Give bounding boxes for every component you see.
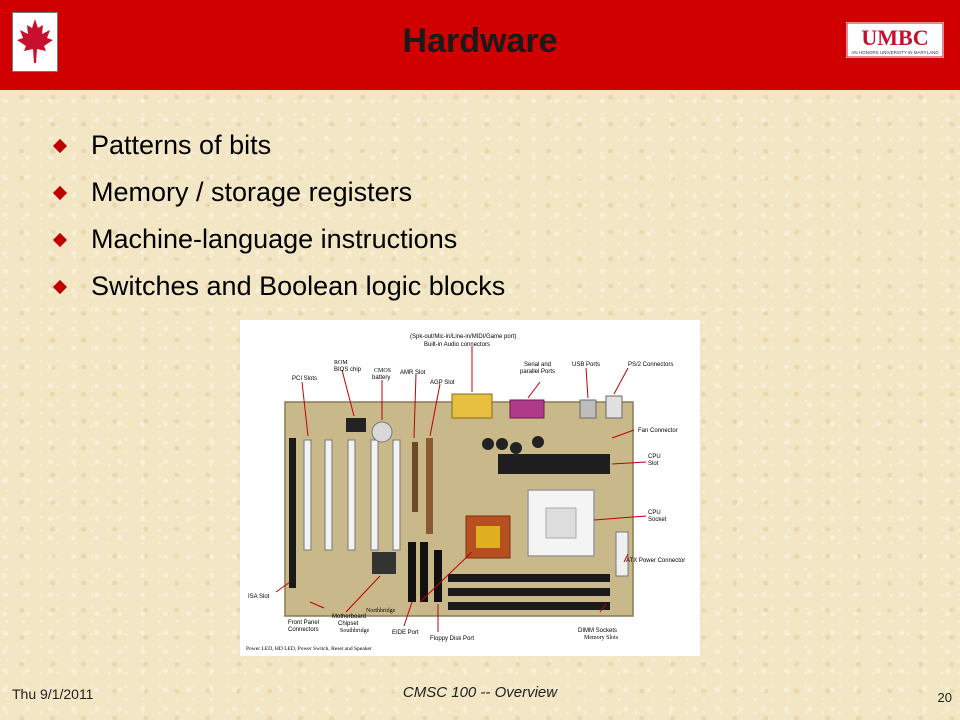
umbc-logo: UMBC AN HONORS UNIVERSITY IN MARYLAND xyxy=(846,22,944,58)
label-cpu-socket-2: Socket xyxy=(648,517,667,523)
eide-port xyxy=(408,542,416,602)
ps2-port xyxy=(605,395,623,419)
diamond-bullet-icon xyxy=(52,279,68,294)
bullet-text: Machine-language instructions xyxy=(91,224,458,254)
pci-slot xyxy=(303,439,312,551)
bullet-text: Memory / storage registers xyxy=(91,177,413,207)
parallel-port xyxy=(509,399,545,419)
label-cpu-slot-2: Slot xyxy=(648,461,659,467)
diamond-bullet-icon xyxy=(52,185,68,200)
label-southbridge: Southbridge xyxy=(340,628,370,634)
label-parallel-ports: parallel Ports xyxy=(520,369,555,375)
diamond-bullet-icon xyxy=(52,138,68,153)
label-eide-port: EIDE Port xyxy=(392,630,419,636)
label-agp-slot: AGP Slot xyxy=(430,380,455,386)
bullet-text: Patterns of bits xyxy=(91,130,272,160)
pci-slot xyxy=(392,439,401,551)
dimm-socket xyxy=(448,588,610,596)
label-pci-slots: PCI Slots xyxy=(292,376,317,382)
bios-chip xyxy=(346,418,366,432)
page-number: 20 xyxy=(937,690,952,705)
label-usb-ports: USB Ports xyxy=(572,362,600,368)
label-northbridge: Northbridge xyxy=(366,608,396,614)
amr-slot xyxy=(412,442,418,512)
label-amr-slot: AMR Slot xyxy=(400,370,426,376)
bullet-text: Switches and Boolean logic blocks xyxy=(91,271,506,301)
label-floppy-port: Floppy Disk Port xyxy=(430,636,474,642)
label-serial: Serial and xyxy=(524,362,551,368)
label-audio-ports: (Spk-out/Mic-in/Line-in/MIDI/Game port) xyxy=(410,334,516,340)
label-battery: battery xyxy=(372,375,390,381)
pci-slot xyxy=(324,439,333,551)
label-connectors: Connectors xyxy=(288,627,319,633)
label-cpu-socket: CPU xyxy=(648,510,661,516)
label-audio-connectors: Built-in Audio connectors xyxy=(424,342,490,348)
bullet-item: Switches and Boolean logic blocks xyxy=(50,263,505,310)
label-chipset: Chipset xyxy=(338,621,359,627)
label-rom: ROM xyxy=(334,360,348,366)
cmos-battery xyxy=(371,421,393,443)
label-front-panel: Front Panel xyxy=(288,620,319,626)
footer-course: CMSC 100 -- Overview xyxy=(402,684,558,701)
label-motherboard: Motherboard xyxy=(332,614,366,620)
label-ps2-connectors: PS/2 Connectors xyxy=(628,362,673,368)
label-cpu-slot: CPU xyxy=(648,454,661,460)
pci-slot xyxy=(347,439,356,551)
slide-title: Hardware xyxy=(402,22,558,60)
dimm-socket xyxy=(448,574,610,582)
atx-power-connector xyxy=(615,531,629,577)
agp-slot xyxy=(426,438,433,534)
pci-slot xyxy=(370,439,379,551)
label-isa-slot: ISA Slot xyxy=(248,594,270,600)
bullet-list: Patterns of bits Memory / storage regist… xyxy=(50,122,505,310)
label-fan-connector: Fan Connector xyxy=(638,428,678,434)
motherboard-diagram: (Spk-out/Mic-in/Line-in/MIDI/Game port) … xyxy=(240,320,700,656)
usb-port xyxy=(579,399,597,419)
logo-tagline: AN HONORS UNIVERSITY IN MARYLAND xyxy=(851,50,939,55)
footer-date: Thu 9/1/2011 xyxy=(12,686,94,702)
southbridge-chip xyxy=(372,552,396,574)
label-atx-power: ATX Power Connector xyxy=(626,558,685,564)
floppy-port xyxy=(434,550,442,602)
label-cmos: CMOS xyxy=(374,368,391,374)
label-memory-slots: Memory Slots xyxy=(584,635,619,641)
diamond-bullet-icon xyxy=(52,232,68,247)
title-bar xyxy=(0,0,960,90)
logo-text: UMBC xyxy=(861,25,928,50)
label-bios-chip: BIOS chip xyxy=(334,367,362,373)
dimm-socket xyxy=(448,602,610,610)
label-dimm-sockets: DIMM Sockets xyxy=(578,628,617,634)
game-port xyxy=(451,393,493,419)
label-power-line: Power LED, HD LED, Power Switch, Reset a… xyxy=(246,646,372,652)
bullet-item: Memory / storage registers xyxy=(50,169,505,216)
maple-leaf-icon xyxy=(12,12,58,72)
isa-slot xyxy=(289,438,296,588)
bullet-item: Patterns of bits xyxy=(50,122,505,169)
cpu-slot xyxy=(498,454,610,474)
bullet-item: Machine-language instructions xyxy=(50,216,505,263)
